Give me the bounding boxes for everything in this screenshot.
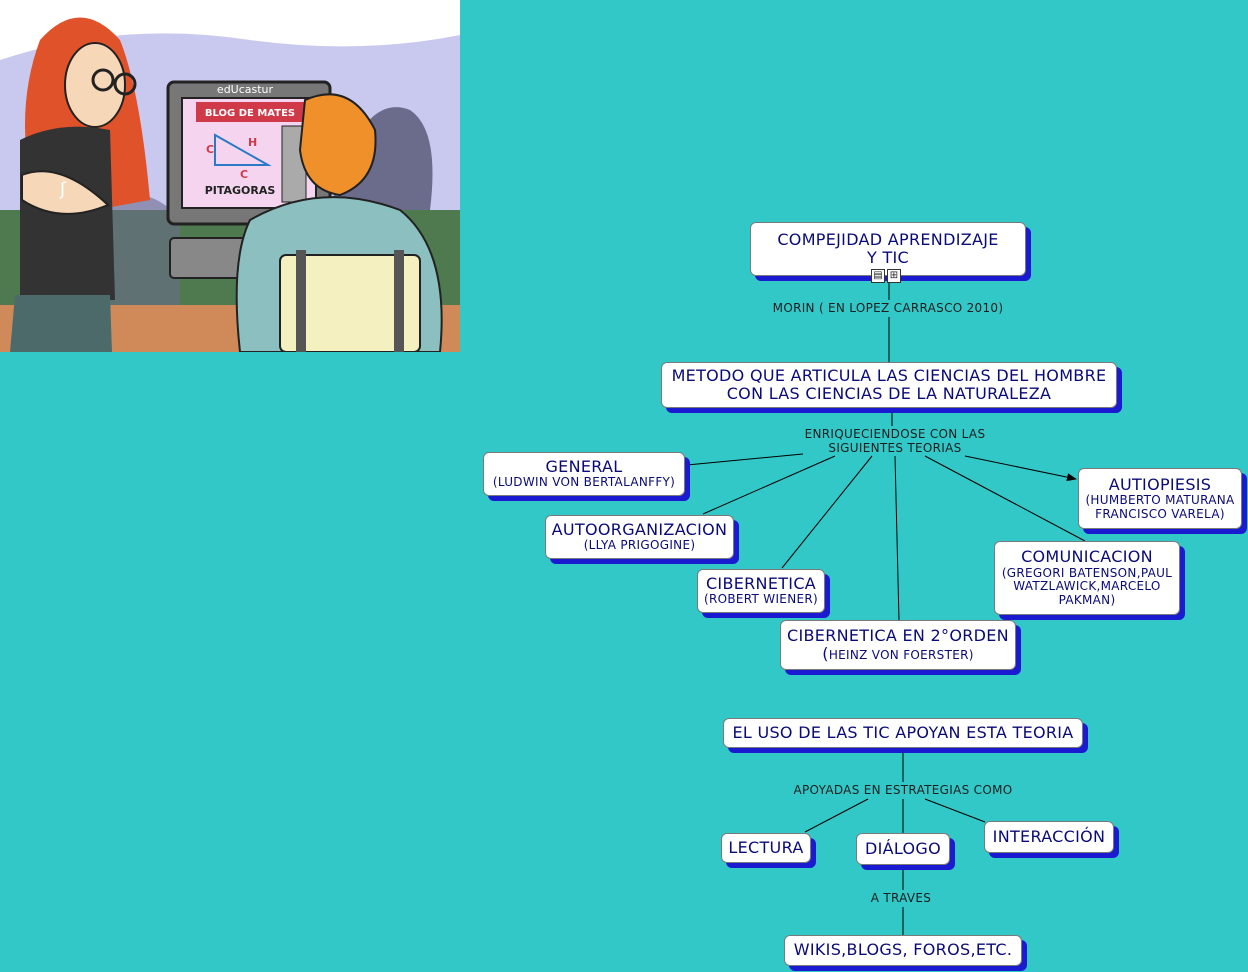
concept-node-cibernetica-2-orden[interactable]: CIBERNETICA EN 2°ORDEN (HEINZ VON FOERST… xyxy=(780,620,1016,670)
general-subtitle: (LUDWIN VON BERTALANFFY) xyxy=(492,475,676,490)
concept-node-autiopiesis[interactable]: AUTIOPIESIS (HUMBERTO MATURANA FRANCISCO… xyxy=(1078,468,1242,529)
concept-node-metodo[interactable]: METODO QUE ARTICULA LAS CIENCIAS DEL HOM… xyxy=(661,362,1117,408)
link-label-atraves: A TRAVES xyxy=(870,891,932,905)
concept-node-dialogo[interactable]: DIÁLOGO xyxy=(856,833,950,865)
concept-node-interaccion[interactable]: INTERACCIÓN xyxy=(984,821,1114,853)
concept-map-icon[interactable]: ⊞ xyxy=(887,269,901,283)
general-title: GENERAL xyxy=(545,456,623,476)
metodo-line2: CON LAS CIENCIAS DE LA NATURALEZA xyxy=(726,384,1052,403)
link-enriq-autoorg xyxy=(702,455,836,515)
link-label-enriqueciendose-line1: ENRIQUECIENDOSE CON LAS xyxy=(804,427,986,441)
link-enriq-cibernetica xyxy=(781,455,873,569)
svg-text:H: H xyxy=(248,136,257,149)
uso-tic-title: EL USO DE LAS TIC APOYAN ESTA TEORIA xyxy=(732,722,1074,742)
cibernetica-2-orden-title: CIBERNETICA EN 2°ORDEN xyxy=(787,625,1009,645)
autiopiesis-sub-line1: (HUMBERTO MATURANA xyxy=(1085,492,1235,507)
document-icon[interactable]: ▤ xyxy=(871,269,885,283)
link-label-morin: MORIN ( EN LOPEZ CARRASCO 2010) xyxy=(772,301,1004,315)
screen-caption: PITAGORAS xyxy=(205,184,276,197)
screen-banner: BLOG DE MATES xyxy=(205,108,295,119)
screen-brand: edUcastur xyxy=(217,83,274,96)
autiopiesis-sub-line2: FRANCISCO VARELA) xyxy=(1095,506,1225,521)
concept-node-cibernetica[interactable]: CIBERNETICA (ROBERT WIENER) xyxy=(697,569,825,613)
concept-node-comunicacion[interactable]: COMUNICACION (GREGORI BATENSON,PAUL WATZ… xyxy=(994,541,1180,615)
link-label-enriqueciendose: ENRIQUECIENDOSE CON LAS SIGUIENTES TEORI… xyxy=(805,427,986,456)
classroom-cartoon-illustration: edUcastur BLOG DE MATES C H C PITAGORAS … xyxy=(0,0,460,352)
link-apoyadas-lectura xyxy=(804,798,869,833)
cibernetica-2-orden-author: HEINZ VON FOERSTER) xyxy=(828,648,974,662)
comunicacion-title: COMUNICACION xyxy=(1021,547,1153,567)
cibernetica-title: CIBERNETICA xyxy=(705,573,817,593)
link-enriq-cib2 xyxy=(894,455,900,621)
dialogo-title: DIÁLOGO xyxy=(864,838,941,858)
cibernetica-subtitle: (ROBERT WIENER) xyxy=(704,592,818,607)
root-title-line1: COMPEJIDAD APRENDIZAJE xyxy=(777,229,999,249)
concept-node-general[interactable]: GENERAL (LUDWIN VON BERTALANFFY) xyxy=(483,452,685,496)
wikis-title: WIKIS,BLOGS, FOROS,ETC. xyxy=(793,940,1013,960)
link-enriq-comunicacion xyxy=(924,455,1086,542)
autoorganizacion-title: AUTOORGANIZACION xyxy=(551,519,728,539)
concept-node-root[interactable]: COMPEJIDAD APRENDIZAJE Y TIC ▤ ⊞ xyxy=(750,222,1026,283)
cibernetica-2-orden-subtitle: (HEINZ VON FOERSTER) xyxy=(822,644,974,663)
concept-node-wikis[interactable]: WIKIS,BLOGS, FOROS,ETC. xyxy=(784,935,1022,966)
cibernetica-2-orden-open-paren: ( xyxy=(822,644,829,663)
svg-text:C: C xyxy=(206,143,214,156)
svg-text:ʃ: ʃ xyxy=(59,179,67,200)
autiopiesis-title: AUTIOPIESIS xyxy=(1108,474,1212,494)
lectura-title: LECTURA xyxy=(728,837,804,857)
svg-text:C: C xyxy=(240,168,248,181)
autoorganizacion-subtitle: (LLYA PRIGOGINE) xyxy=(583,538,696,553)
metodo-line1: METODO QUE ARTICULA LAS CIENCIAS DEL HOM… xyxy=(671,365,1107,385)
root-title-line2: Y TIC xyxy=(866,248,910,267)
comunicacion-sub-line3: PAKMAN) xyxy=(1058,593,1116,608)
link-apoyadas-interaccion xyxy=(924,798,986,823)
link-label-enriqueciendose-line2: SIGUIENTES TEORIAS xyxy=(828,441,962,456)
link-enriq-autiopiesis xyxy=(964,455,1077,482)
comunicacion-sub-line1: (GREGORI BATENSON,PAUL xyxy=(1001,565,1173,580)
link-enriq-general xyxy=(686,453,804,466)
concept-node-lectura[interactable]: LECTURA xyxy=(721,833,811,863)
link-label-apoyadas: APOYADAS EN ESTRATEGIAS COMO xyxy=(793,783,1013,797)
interaccion-title: INTERACCIÓN xyxy=(992,826,1106,846)
comunicacion-sub-line2: WATZLAWICK,MARCELO xyxy=(1013,579,1161,594)
concept-node-uso-tic[interactable]: EL USO DE LAS TIC APOYAN ESTA TEORIA xyxy=(723,718,1083,748)
concept-node-autoorganizacion[interactable]: AUTOORGANIZACION (LLYA PRIGOGINE) xyxy=(545,515,734,559)
